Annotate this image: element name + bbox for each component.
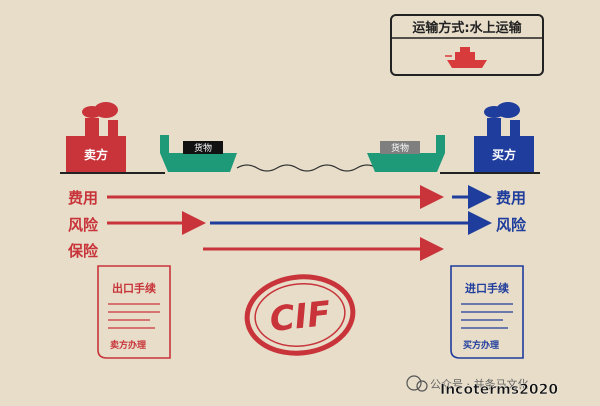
left-cargo-ship: 货物	[160, 135, 237, 172]
right-cargo-ship: 货物	[367, 135, 445, 172]
watermark-brand: Incoterms2020	[440, 382, 558, 398]
import-doc-title: 进口手续	[465, 281, 509, 295]
export-doc-footer: 卖方办理	[110, 339, 146, 351]
seller-factory: 卖方	[66, 102, 126, 172]
cost-label-right: 费用	[496, 189, 526, 207]
import-doc-footer: 买方办理	[463, 339, 499, 351]
transport-mode-title: 运输方式:水上运输	[412, 20, 522, 36]
risk-label-left: 风险	[68, 216, 99, 234]
watermark: 公众号 · 并条马文化 Incoterms2020	[406, 375, 559, 398]
left-cargo-label: 货物	[194, 142, 212, 154]
stamp-text: CIF	[268, 294, 333, 340]
cif-stamp: CIF	[244, 274, 356, 356]
ship-icon	[445, 47, 487, 68]
risk-label-right: 风险	[496, 216, 527, 234]
right-cargo-label: 货物	[391, 142, 409, 154]
insurance-label-left: 保险	[67, 242, 99, 260]
watermark-prefix: 公众号 · 并条马文化	[430, 377, 529, 391]
export-doc-title: 出口手续	[112, 281, 156, 295]
transport-mode-box: 运输方式:水上运输	[390, 14, 544, 76]
seller-label: 卖方	[84, 147, 108, 162]
cost-label-left: 费用	[68, 189, 98, 207]
sea-wave	[236, 164, 398, 172]
export-document: 出口手续 卖方办理	[97, 265, 171, 359]
import-document: 进口手续 买方办理	[450, 265, 524, 359]
buyer-label: 买方	[492, 147, 516, 162]
buyer-factory: 买方	[474, 102, 534, 172]
